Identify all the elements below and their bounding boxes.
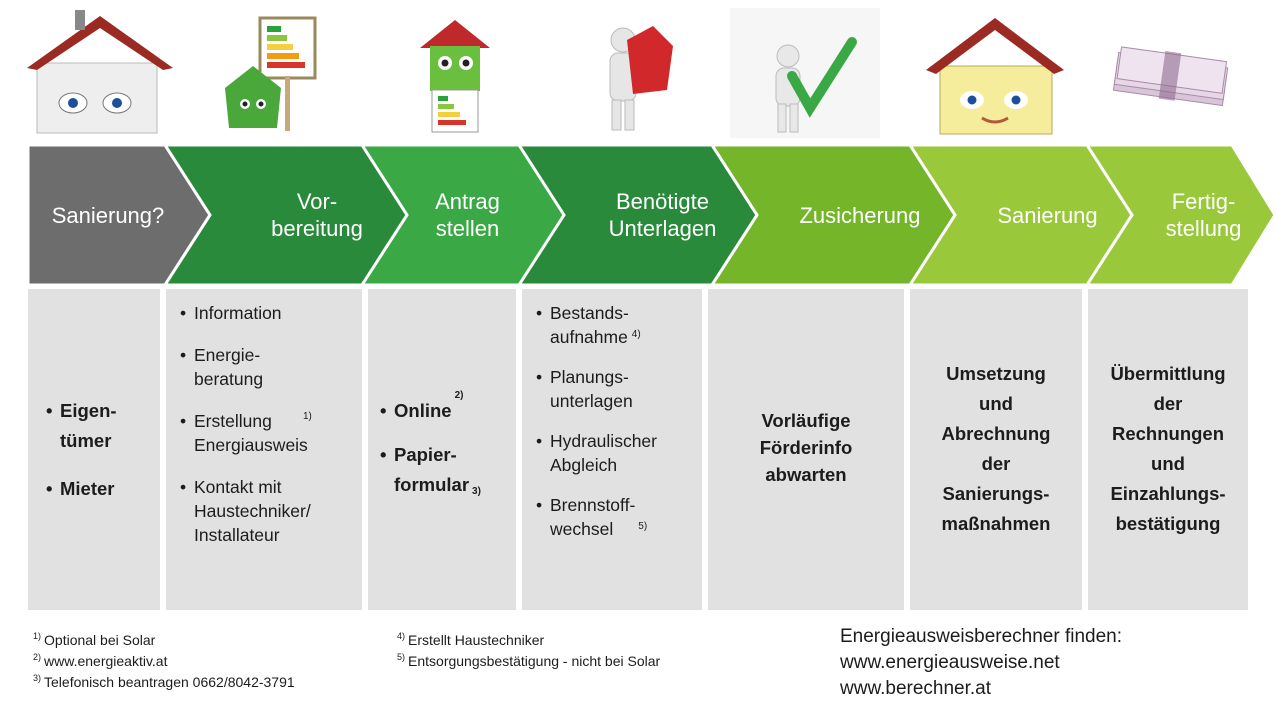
col2-item-information: Information (194, 303, 282, 323)
step-label-sanierung: Sanierung (997, 202, 1098, 228)
col3-item-online: Online (394, 400, 452, 421)
col4-item-planungsunterlagen: Planungs- unterlagen (550, 367, 633, 411)
fn3-text: Telefonisch beantragen 0662/8042-3791 (44, 674, 295, 690)
box-sanierung: Umsetzung und Abrechnung der Sanierungs-… (910, 289, 1082, 610)
calculator-finder: Energieausweisberechner finden: www.ener… (840, 624, 1122, 702)
step-label-benoetigte-unterlagen: Benötigte Unterlagen (608, 189, 717, 241)
col3-note-2: 2) (454, 390, 464, 401)
house-with-energy-certificate-icon (380, 8, 530, 138)
box-fertigstellung: Übermittlung der Rechnungen und Einzahlu… (1088, 289, 1248, 610)
fn5-num: 5) (397, 652, 406, 663)
step-label-fertigstellung: Fertig- stellung (1165, 189, 1242, 241)
figure-holding-house-icon (555, 8, 705, 138)
money-bundle-icon (1095, 8, 1245, 138)
col2-item-erstellung: Erstellung Energiausweis (194, 411, 308, 455)
step-label-antrag-stellen: Antrag stellen (435, 189, 500, 241)
box-vorbereitung: •Information •Energie- beratung •Erstell… (166, 289, 362, 610)
fn5-text: Entsorgungsbestätigung - nicht bei Solar (408, 653, 661, 669)
col4-item-hydraulischer-abgleich: Hydraulischer Abgleich (550, 431, 657, 475)
finder-link-energieausweise[interactable]: www.energieausweise.net (840, 652, 1060, 673)
col7-text: Übermittlung der Rechnungen und Einzahlu… (1110, 363, 1226, 534)
yellow-house-icon (920, 8, 1070, 138)
finder-link-berechner[interactable]: www.berechner.at (840, 678, 992, 699)
fn1-num: 1) (33, 631, 42, 642)
step-label-zusicherung: Zusicherung (799, 202, 921, 228)
fn2-num: 2) (33, 652, 42, 663)
fn3-num: 3) (33, 673, 42, 684)
col2-item-kontakt: Kontakt mit Haustechniker/ Installateur (194, 477, 311, 545)
step-label-sanierung-question: Sanierung? (51, 202, 165, 228)
fn1-text: Optional bei Solar (44, 632, 156, 648)
smiling-house-icon (25, 8, 175, 138)
col5-text: Vorläufige Förderinfo abwarten (759, 410, 853, 485)
fn2-text: www.energieaktiv.at (44, 653, 168, 669)
col4-item-brennstoffwechsel: Brennstoff- wechsel (550, 495, 636, 539)
figure-with-checkmark-icon (730, 8, 880, 138)
footnotes-left: 1)Optional bei Solar 2)www.energieaktiv.… (33, 630, 295, 693)
col1-item-mieter: Mieter (60, 478, 115, 499)
col3-item-papierformular: Papier- formular (394, 444, 470, 495)
col6-text: Umsetzung und Abrechnung der Sanierungs-… (941, 363, 1051, 534)
footnotes-middle: 4)Erstellt Haustechniker 5)Entsorgungsbe… (397, 630, 660, 672)
arrow-fertigstellung (1084, 143, 1277, 287)
col4-item-bestandsaufnahme: Bestands- aufnahme (550, 303, 629, 347)
step-label-vorbereitung: Vor- bereitung (271, 189, 363, 241)
col1-item-eigentuemer: Eigen- tümer (60, 400, 117, 451)
energy-label-house-icon (205, 8, 355, 138)
fn4-text: Erstellt Haustechniker (408, 632, 545, 648)
col2-item-energieberatung: Energie- beratung (194, 345, 264, 389)
box-sanierung-question: •Eigen- tümer •Mieter (28, 289, 160, 610)
fn4-num: 4) (397, 631, 406, 642)
box-zusicherung: Vorläufige Förderinfo abwarten (708, 289, 904, 610)
finder-title: Energieausweisberechner finden: (840, 626, 1123, 647)
